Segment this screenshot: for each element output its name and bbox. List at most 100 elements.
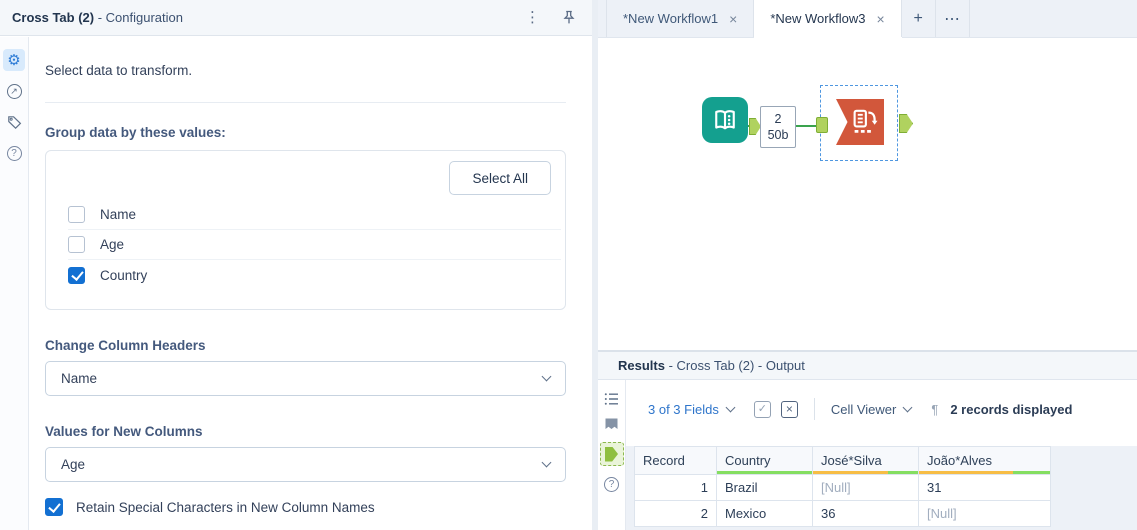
table-header-row: Record Country José*Silva João*Alves	[634, 446, 1051, 475]
selected-value: Name	[61, 371, 98, 386]
group-by-field-list: Select All Name Age Country	[45, 150, 566, 310]
chevron-down-icon[interactable]	[725, 402, 736, 412]
input-tool-output-anchor[interactable]	[749, 118, 761, 135]
configuration-title: Cross Tab (2) - Configuration	[12, 10, 183, 25]
cell-viewer-dropdown[interactable]: Cell Viewer	[830, 401, 897, 417]
column-header-country[interactable]: Country	[716, 446, 813, 475]
cell-joao-alves[interactable]: [Null]	[918, 500, 1051, 527]
select-all-button[interactable]: Select All	[449, 161, 551, 195]
retain-checkbox[interactable]	[45, 498, 63, 516]
whitespace-toggle-icon[interactable]: ¶	[931, 401, 939, 417]
change-column-headers-select[interactable]: Name	[45, 361, 566, 396]
configuration-panel: Cross Tab (2) - Configuration ⋮ ⚙ ↗ ? Se…	[0, 0, 592, 530]
connection-record-count: 2	[774, 111, 782, 126]
cell-joao-alves[interactable]: 31	[918, 474, 1051, 501]
output-anchor-icon	[605, 446, 618, 462]
help-icon[interactable]: ?	[604, 477, 619, 492]
gear-icon: ⚙	[7, 51, 21, 69]
results-title-rest: - Cross Tab (2) - Output	[664, 358, 805, 373]
workflow-tab-bar: *New Workflow1 × *New Workflow3 × + ⋯	[598, 0, 1137, 38]
results-toolbar: 3 of 3 Fields ✓ × Cell Viewer ¶ 2 record…	[626, 380, 1137, 446]
question-icon: ?	[6, 145, 22, 161]
field-label: Name	[100, 207, 137, 222]
results-title-bold: Results	[618, 358, 665, 373]
tab-label: *New Workflow3	[770, 11, 866, 26]
tab-label: *New Workflow1	[623, 11, 719, 26]
connection-byte-size: 50b	[767, 128, 789, 142]
connection-size-label[interactable]: 2 50b	[760, 106, 796, 148]
annotation-tab[interactable]	[3, 111, 25, 133]
field-row-name[interactable]: Name	[68, 200, 561, 230]
values-for-new-columns-select[interactable]: Age	[45, 447, 566, 482]
toolbar-divider	[813, 398, 815, 420]
results-icon-strip: ?	[598, 380, 626, 530]
chevron-down-icon[interactable]	[902, 402, 913, 412]
results-title: Results - Cross Tab (2) - Output	[618, 358, 805, 373]
retain-label: Retain Special Characters in New Column …	[76, 499, 375, 515]
divider	[45, 102, 566, 103]
cross-tab-icon	[849, 107, 879, 137]
values-for-new-columns-label: Values for New Columns	[45, 424, 203, 439]
banner-view-icon[interactable]	[604, 417, 619, 431]
select-fields-icon[interactable]: ✓	[753, 400, 771, 418]
new-workflow-button[interactable]: +	[902, 0, 936, 37]
retain-special-characters-row[interactable]: Retain Special Characters in New Column …	[45, 498, 566, 516]
results-header: Results - Cross Tab (2) - Output	[598, 352, 1137, 380]
age-checkbox[interactable]	[68, 236, 85, 253]
output-anchor-button[interactable]	[599, 442, 624, 466]
cell-jose-silva[interactable]: [Null]	[812, 474, 919, 501]
field-row-age[interactable]: Age	[68, 230, 561, 260]
configuration-suffix: - Configuration	[94, 10, 183, 25]
tab-overflow-button[interactable]: ⋯	[936, 0, 970, 37]
close-icon[interactable]: ×	[729, 10, 738, 27]
workspace-region: *New Workflow1 × *New Workflow3 × + ⋯ 2 …	[598, 0, 1137, 530]
fields-dropdown[interactable]: 3 of 3 Fields	[648, 401, 719, 417]
tab-new-workflow3[interactable]: *New Workflow3 ×	[754, 0, 902, 37]
country-checkbox[interactable]	[68, 266, 85, 284]
cross-tab-input-anchor[interactable]	[816, 117, 828, 133]
help-tab[interactable]: ?	[3, 142, 25, 164]
configuration-header: Cross Tab (2) - Configuration ⋮	[0, 0, 592, 36]
panel-menu-icon[interactable]: ⋮	[525, 9, 540, 26]
table-row[interactable]: 2 Mexico 36 [Null]	[634, 500, 1051, 527]
tag-icon	[7, 115, 22, 130]
navigation-tab[interactable]: ↗	[3, 80, 25, 102]
field-label: Age	[100, 237, 125, 252]
field-row-country[interactable]: Country	[68, 260, 561, 290]
group-by-label: Group data by these values:	[45, 125, 226, 140]
workflow-canvas[interactable]: 2 50b	[598, 38, 1137, 350]
cell-record[interactable]: 1	[634, 474, 717, 501]
column-header-joao-alves[interactable]: João*Alves	[918, 446, 1051, 475]
table-row[interactable]: 1 Brazil [Null] 31	[634, 474, 1051, 501]
chevron-down-icon	[541, 457, 552, 468]
configuration-icon-strip: ⚙ ↗ ?	[0, 37, 29, 530]
column-header-jose-silva[interactable]: José*Silva	[812, 446, 919, 475]
configuration-body: Select data to transform. Group data by …	[29, 37, 582, 530]
cell-record[interactable]: 2	[634, 500, 717, 527]
cell-country[interactable]: Brazil	[716, 474, 813, 501]
cell-jose-silva[interactable]: 36	[812, 500, 919, 527]
results-splitter[interactable]	[598, 350, 1137, 352]
column-header-record[interactable]: Record	[634, 446, 717, 475]
deselect-fields-icon[interactable]: ×	[780, 400, 798, 418]
metadata-list-icon[interactable]	[604, 392, 620, 406]
results-table: Record Country José*Silva João*Alves 1 B	[634, 446, 1051, 527]
configuration-header-actions: ⋮	[525, 10, 580, 25]
field-label: Country	[100, 267, 148, 283]
cell-country[interactable]: Mexico	[716, 500, 813, 527]
book-icon	[710, 105, 740, 135]
change-column-headers-label: Change Column Headers	[45, 338, 206, 353]
selected-value: Age	[61, 457, 86, 472]
text-input-tool[interactable]	[702, 97, 748, 143]
close-icon[interactable]: ×	[876, 10, 885, 27]
chevron-down-icon	[541, 371, 552, 382]
tab-new-workflow1[interactable]: *New Workflow1 ×	[606, 0, 755, 37]
panel-splitter[interactable]	[592, 0, 598, 530]
arrow-circle-icon: ↗	[6, 83, 22, 99]
results-panel: Results - Cross Tab (2) - Output ? 3 of …	[598, 352, 1137, 530]
cross-tab-output-anchor[interactable]	[899, 114, 913, 133]
name-checkbox[interactable]	[68, 206, 85, 223]
pin-icon[interactable]	[562, 10, 576, 25]
settings-tab[interactable]: ⚙	[3, 49, 25, 71]
tool-name: Cross Tab (2)	[12, 10, 95, 25]
